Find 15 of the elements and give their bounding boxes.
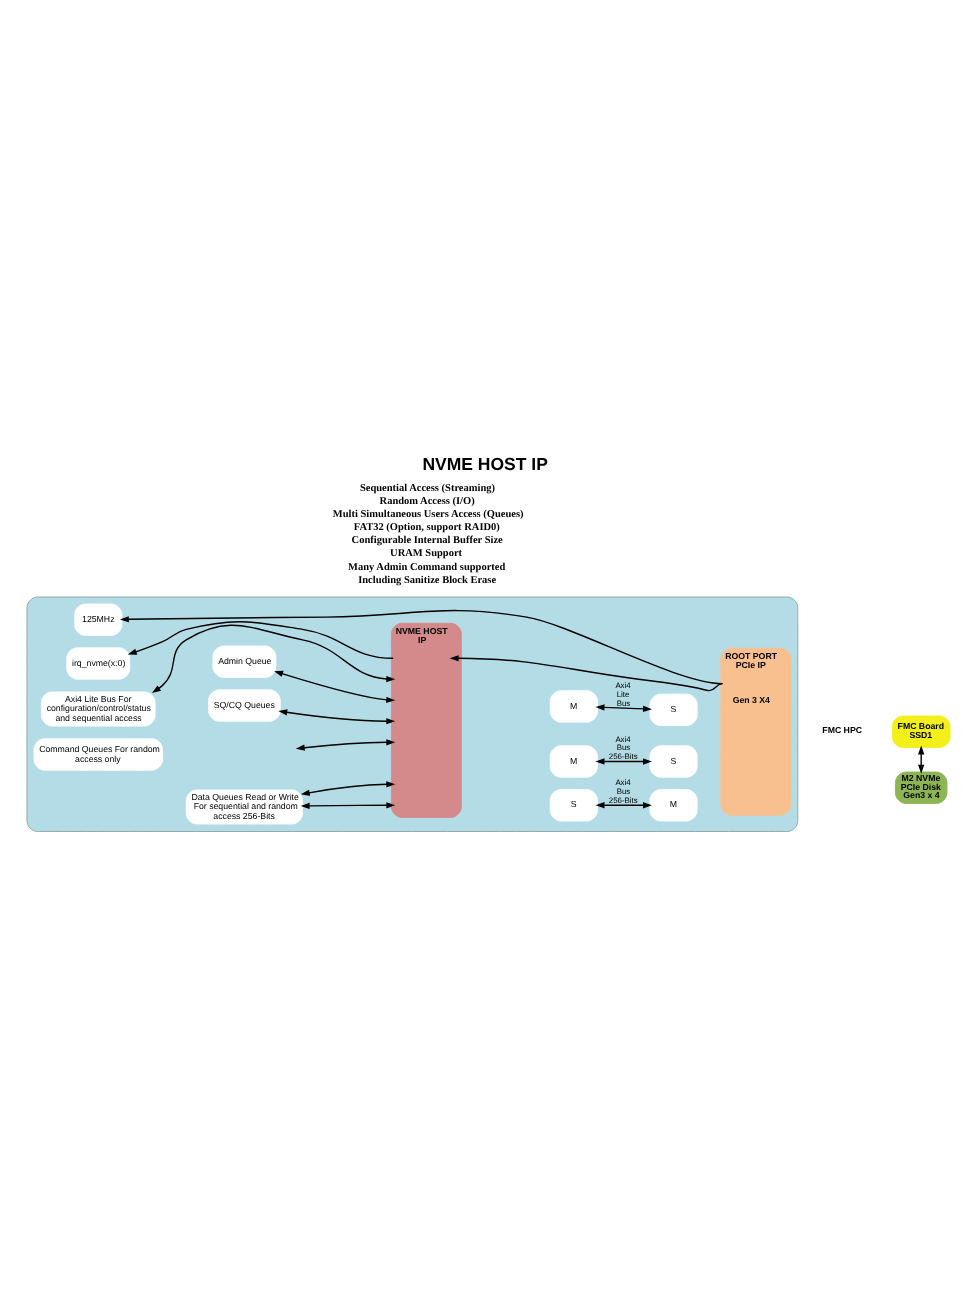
arrow (595, 703, 652, 711)
arrow (300, 780, 396, 795)
arrow (119, 608, 724, 684)
arrow (595, 801, 652, 808)
diagram-title: NVME HOST IP (422, 453, 548, 474)
arrow (278, 708, 396, 724)
arrow (274, 669, 396, 702)
arrow (918, 744, 925, 773)
arrow (449, 654, 724, 691)
arrow (127, 620, 394, 658)
arrow (295, 738, 396, 750)
arrow (595, 757, 652, 764)
arrow (151, 623, 396, 693)
cluster (26, 595, 799, 831)
arrow (300, 801, 396, 809)
